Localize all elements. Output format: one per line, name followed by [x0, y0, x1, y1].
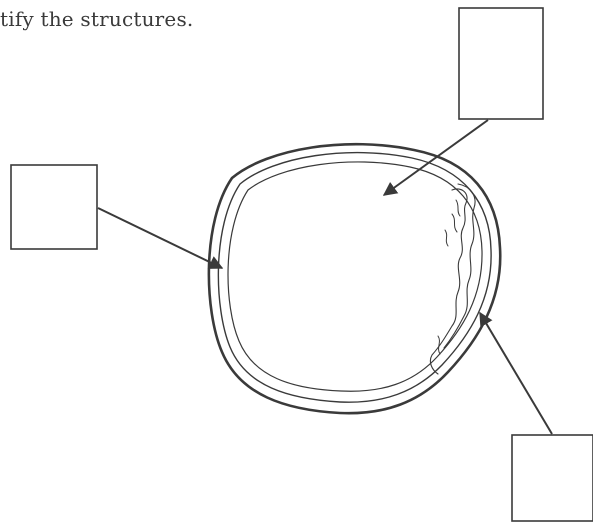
leader-line-top: [384, 120, 488, 195]
outer-boundary-line: [209, 144, 500, 413]
membrane-line: [228, 162, 482, 391]
leader-line-left: [98, 208, 222, 268]
wavy-lining-line: [430, 189, 467, 374]
leader-line-bottom-right: [480, 313, 552, 434]
label-box-left[interactable]: [11, 165, 97, 249]
label-box-top[interactable]: [459, 8, 543, 119]
label-box-bottom-right[interactable]: [512, 435, 593, 521]
inner-boundary-line: [218, 153, 491, 403]
round-structure: [209, 144, 500, 413]
wavy-lining-line-2: [444, 184, 475, 348]
